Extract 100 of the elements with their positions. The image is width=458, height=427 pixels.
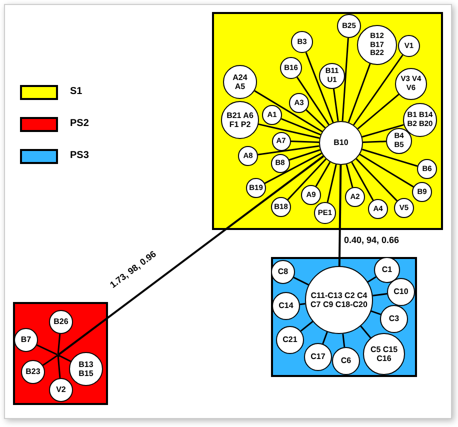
cluster-circle [398,35,420,57]
cluster-circle [276,326,304,354]
circle-label: B13 B15 [78,360,94,378]
cluster-circle [305,266,373,334]
connector-line [352,54,404,126]
legend-label: PS2 [70,118,89,129]
connector-line [362,140,386,143]
edge-label: 0.40, 94, 0.66 [344,235,400,245]
circle-label: C17 [310,352,326,362]
connector-line [254,90,323,132]
cluster-circle [363,333,405,375]
cluster-circle [380,305,408,333]
connector-line [359,154,414,188]
cluster-circle [238,146,258,166]
cluster-circle [14,328,38,352]
cluster-panel [271,257,417,377]
connector-line [326,164,337,202]
cluster-circle [337,14,361,38]
connector-line [296,76,330,126]
cluster-circle [412,182,432,202]
cluster-panel [13,302,108,405]
cluster-circle [291,31,313,53]
connector-line [264,152,322,184]
cluster-circle [262,105,282,125]
cluster-circle [357,25,397,65]
connector-line [290,140,320,144]
connector-line [58,155,324,356]
connector-line [305,52,334,123]
connector-line [58,354,72,362]
connector-line [362,124,404,138]
cluster-circle [395,68,427,100]
connector-line [287,158,327,200]
circle-label: B21 A6 F1 P2 [226,110,254,130]
circle-label: C6 [340,356,352,366]
circle-label: B26 [54,317,68,327]
connector-line [367,276,376,283]
connector-line [300,303,306,306]
connector-line [370,310,382,316]
circle-label: C11-C13 C2 C4 C7 C9 C18-C20 [310,290,368,310]
cluster-circle [319,63,345,89]
connector-line [342,38,349,122]
edge-label: 1.73, 98, 0.96 [108,248,158,290]
circle-label: C8 [278,267,288,277]
cluster-circle [387,278,415,306]
cluster-circle [49,378,73,402]
cluster-circle [272,292,300,320]
cluster-circle [332,347,360,375]
connector-line [357,94,400,130]
connector-line [315,162,331,187]
connector-line [42,354,58,366]
cluster-panel [212,12,443,230]
cluster-circle [221,101,259,139]
connector-line [372,293,388,296]
connector-line [360,326,372,338]
cluster-circle [271,260,295,284]
circle-label: C5 C15 C16 [369,344,399,364]
junction-dot [56,354,60,356]
circle-label: C14 [278,301,294,311]
cluster-circle [374,257,400,283]
cluster-circle [280,57,302,79]
cluster-circle [270,154,290,172]
connector-line [338,164,342,266]
connector-line [258,145,320,156]
cluster-circle [314,202,336,224]
connector-line [332,88,339,122]
cluster-circle [394,198,414,218]
legend-label: S1 [70,86,82,97]
connector-line [258,123,320,139]
circle-label: B10 [334,138,348,148]
circle-label: C1 [382,265,392,275]
cluster-circle [246,178,266,198]
connector-line [356,158,398,202]
circle-label: C3 [388,314,400,324]
cluster-circle [345,187,365,207]
cluster-circle [304,343,332,371]
cluster-circle [21,360,45,384]
connector-line [293,276,309,286]
cluster-circle [271,197,291,217]
connector-line [322,332,328,344]
connector-line [288,149,320,161]
connector-line [342,334,346,348]
cluster-circle [386,128,412,154]
circle-label: B23 [26,367,40,377]
circle-label: B7 [20,335,32,345]
circle-label: A24 A5 [232,72,248,92]
connector-line [346,164,354,188]
cluster-circle [272,132,290,150]
cluster-circle [403,103,437,137]
cluster-circle [301,185,321,205]
cluster-circle [319,121,363,165]
connector-line [36,344,58,356]
connector-line [348,64,371,123]
legend-label: PS3 [70,150,89,161]
cluster-circle [49,310,73,334]
circle-label: V2 [56,385,66,395]
cluster-circle [69,352,103,386]
connector-line [362,148,418,167]
connector-line [281,118,321,136]
cluster-circle [368,199,388,219]
connector-line [300,320,314,332]
